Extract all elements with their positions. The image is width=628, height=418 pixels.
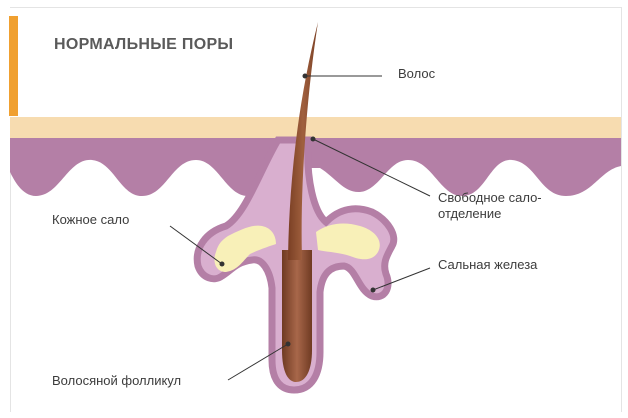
label-hair-follicle: Волосяной фолликул [52, 373, 181, 389]
label-free-sebum-line1: Свободное сало- [438, 190, 542, 206]
leader-dot-hair [303, 74, 308, 79]
leader-dot-follicle [286, 342, 291, 347]
leader-dot-free-sebum [311, 137, 316, 142]
label-sebum: Кожное сало [52, 212, 129, 228]
skin-surface-shade [10, 128, 621, 138]
leader-dot-sebum [220, 262, 225, 267]
label-sebaceous-gland: Сальная железа [438, 257, 537, 273]
label-hair: Волос [398, 66, 435, 82]
label-free-sebum-line2: отделение [438, 206, 542, 222]
diagram-title: НОРМАЛЬНЫЕ ПОРЫ [54, 36, 233, 54]
leader-dot-gland [371, 288, 376, 293]
hair-follicle-bulb [282, 250, 312, 382]
label-free-sebum: Свободное сало- отделение [438, 190, 542, 222]
